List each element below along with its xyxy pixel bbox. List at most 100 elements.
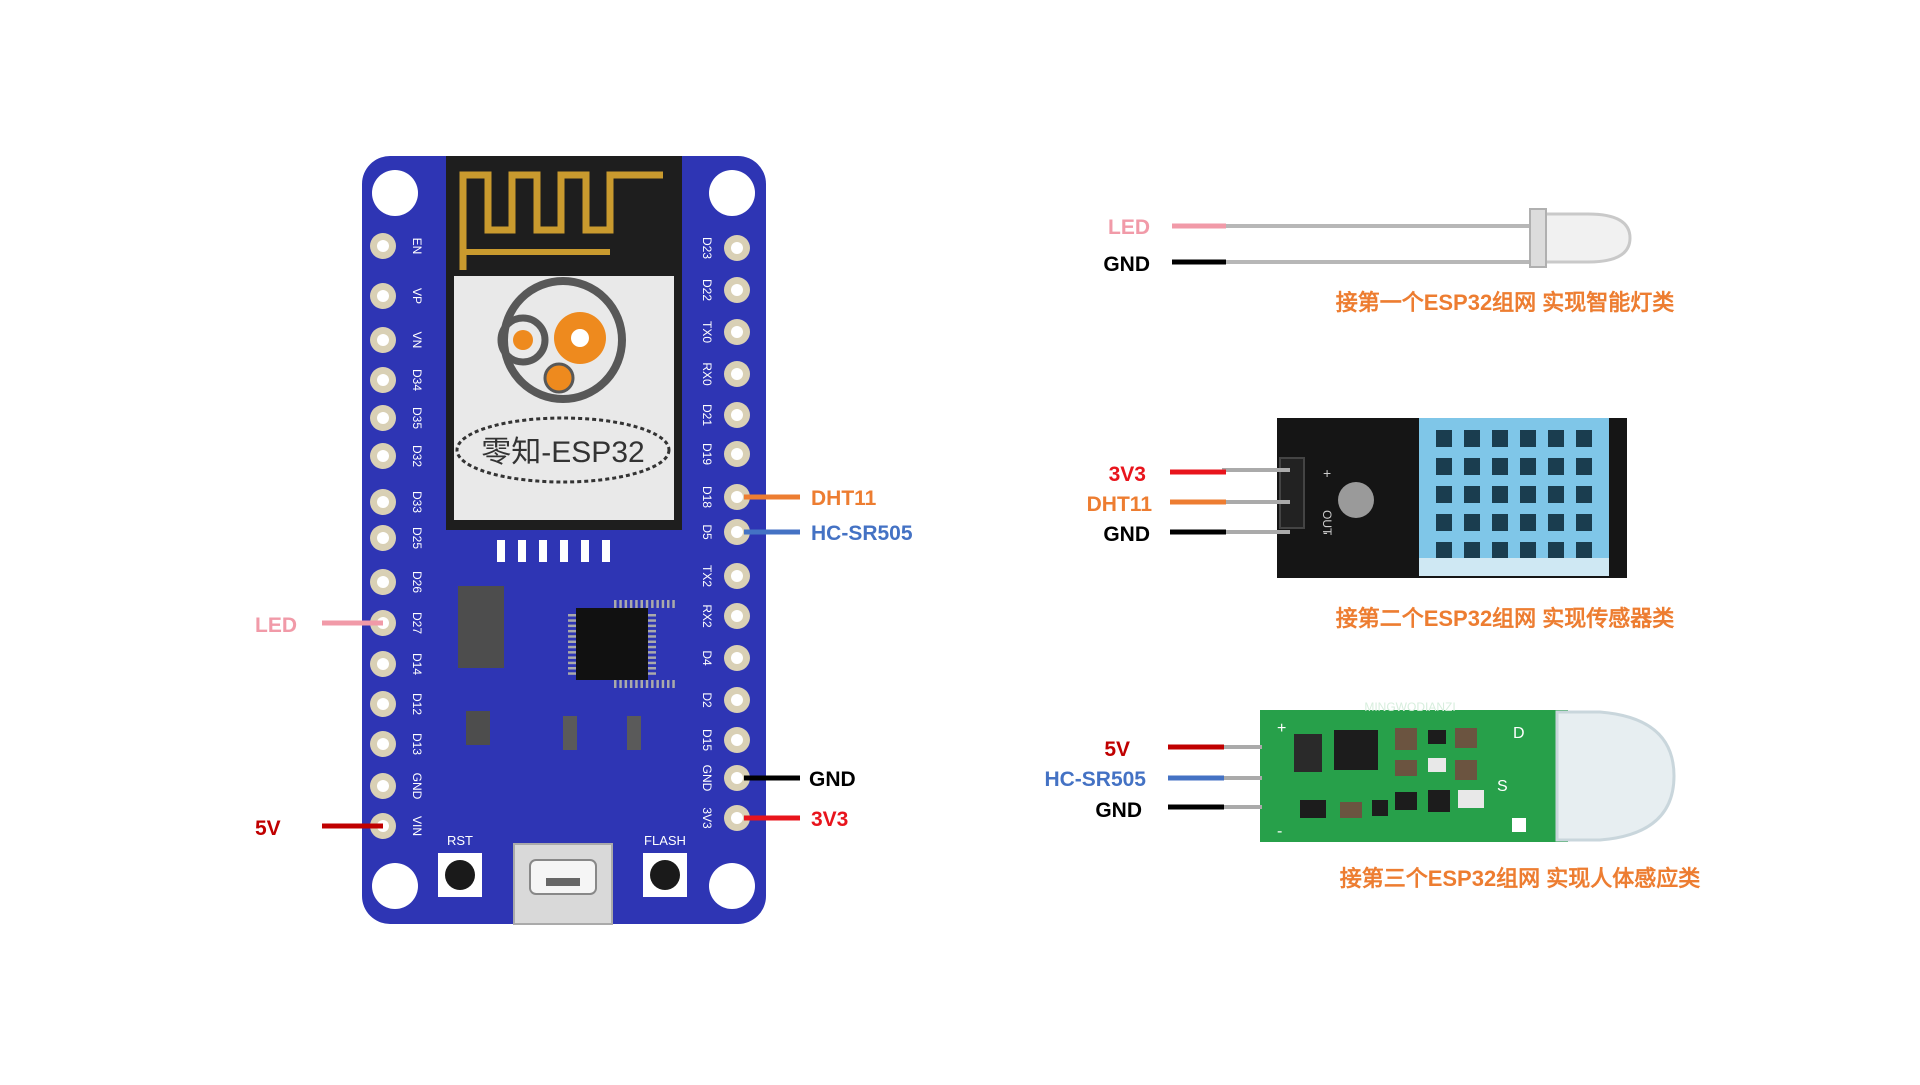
left-pin-pad-hole-d25 xyxy=(377,532,389,544)
dht11-label-gnd: GND xyxy=(1103,523,1150,546)
mount-hole-bottom-left xyxy=(372,863,418,909)
gnd-wire-label: GND xyxy=(809,768,856,791)
chip-leg-left xyxy=(568,619,576,622)
header-pads xyxy=(497,540,610,562)
chip-leg-left xyxy=(568,667,576,670)
regulator-chip xyxy=(458,586,504,668)
right-pin-label-d19: D19 xyxy=(700,443,714,465)
dht11-silk-out: OUT xyxy=(1320,510,1334,536)
pir-smd-part-2 xyxy=(1334,730,1378,770)
right-pin-label-tx2: TX2 xyxy=(700,565,714,587)
dht11-vent-hole xyxy=(1464,542,1480,559)
right-pin-label-3v3: 3V3 xyxy=(700,807,714,829)
chip-leg-bottom xyxy=(656,680,659,688)
pir-smd-part-15 xyxy=(1512,818,1526,832)
chip-leg-left xyxy=(568,645,576,649)
right-pin-label-d18: D18 xyxy=(700,486,714,508)
right-pin-label-tx0: TX0 xyxy=(700,321,714,343)
right-pin-pad-hole-d4 xyxy=(731,652,743,664)
dht11-vent-hole xyxy=(1492,458,1508,475)
pir-silk-plus: + xyxy=(1277,720,1286,737)
header-pad-6 xyxy=(602,540,610,562)
left-pin-label-d25: D25 xyxy=(410,527,424,549)
right-pin-label-d22: D22 xyxy=(700,279,714,301)
dht11-vent-hole xyxy=(1464,458,1480,475)
right-pin-column: D23D22TX0RX0D21D19D18D5TX2RX2D4D2D15GND3… xyxy=(700,235,750,831)
dht11-vent-hole xyxy=(1436,430,1452,447)
dht11-vent-hole xyxy=(1492,542,1508,559)
chip-leg-top xyxy=(656,600,659,608)
dht11-vent-hole xyxy=(1492,486,1508,503)
chip-leg-right xyxy=(648,661,656,665)
left-pin-pad-hole-d14 xyxy=(377,658,389,670)
chip-leg-left xyxy=(568,635,576,638)
diode-chip xyxy=(466,711,490,745)
right-pin-label-d5: D5 xyxy=(700,524,714,540)
chip-leg-left xyxy=(568,614,576,617)
left-pin-label-d34: D34 xyxy=(410,369,424,391)
flash-button[interactable] xyxy=(643,853,687,897)
left-pin-label-d35: D35 xyxy=(410,407,424,429)
dht11-vent-hole xyxy=(1492,514,1508,531)
left-pin-label-d32: D32 xyxy=(410,445,424,467)
chip-leg-top xyxy=(640,600,643,608)
chip-leg-right xyxy=(648,624,656,628)
led-module: LED GND 接第一个ESP32组网 实现智能灯类 xyxy=(1103,208,1675,315)
chip-leg-bottom xyxy=(624,680,628,688)
chip-leg-right xyxy=(648,672,656,675)
header-pad-5 xyxy=(581,540,589,562)
right-pin-pad-hole-d15 xyxy=(731,734,743,746)
pir-silk-s: S xyxy=(1497,778,1508,795)
pir-smd-part-10 xyxy=(1428,790,1450,812)
flash-label: FLASH xyxy=(644,833,686,848)
chip-leg-bottom xyxy=(645,680,649,688)
chip-leg-bottom xyxy=(640,680,643,688)
chip-leg-right xyxy=(648,629,656,633)
pir-caption: 接第三个ESP32组网 实现人体感应类 xyxy=(1340,866,1702,891)
chip-leg-left xyxy=(568,624,576,628)
dht11-label-3v3: 3V3 xyxy=(1109,463,1146,486)
right-pin-pad-hole-d22 xyxy=(731,284,743,296)
left-pin-pad-hole-en xyxy=(377,240,389,252)
right-pin-pad-hole-d18 xyxy=(731,491,743,503)
antenna-trace xyxy=(459,171,663,270)
chip-leg-top xyxy=(624,600,628,608)
right-pin-label-d4: D4 xyxy=(700,650,714,666)
left-pin-label-d33: D33 xyxy=(410,491,424,513)
chip-leg-top xyxy=(635,600,638,608)
right-pin-label-rx2: RX2 xyxy=(700,604,714,628)
left-pin-pad-hole-d33 xyxy=(377,496,389,508)
chip-leg-left xyxy=(568,651,576,654)
right-pin-pad-hole-d5 xyxy=(731,526,743,538)
dht11-vent-hole xyxy=(1436,486,1452,503)
vin-wire-label: 5V xyxy=(255,817,281,840)
dht11-silk-plus: + xyxy=(1323,465,1331,481)
left-pin-label-vn: VN xyxy=(410,332,424,349)
pir-smd-part-12 xyxy=(1300,800,1326,818)
dht11-vent-hole xyxy=(1520,458,1536,475)
usb-uart-chip xyxy=(568,600,675,688)
dht11-vent-hole xyxy=(1436,458,1452,475)
dht11-vent-hole xyxy=(1576,430,1592,447)
chip-leg-bottom xyxy=(651,680,654,688)
pir-smd-part-6 xyxy=(1455,728,1477,748)
dht11-vent-hole xyxy=(1436,542,1452,559)
chip-leg-right xyxy=(648,651,656,654)
dht11-vent-hole xyxy=(1492,430,1508,447)
dht11-header xyxy=(1279,457,1305,529)
left-pin-label-d14: D14 xyxy=(410,653,424,675)
pir-smd-part-14 xyxy=(1372,800,1388,816)
left-pin-pad-hole-gnd xyxy=(377,780,389,792)
left-pin-label-vp: VP xyxy=(410,288,424,304)
chip-leg-top xyxy=(614,600,617,608)
right-pin-label-d2: D2 xyxy=(700,692,714,708)
dht11-vent-hole xyxy=(1548,486,1564,503)
right-pin-label-d23: D23 xyxy=(700,237,714,259)
rst-button[interactable] xyxy=(438,853,482,897)
right-pin-pad-hole-d2 xyxy=(731,694,743,706)
chip-leg-bottom xyxy=(672,680,675,688)
right-pin-label-gnd: GND xyxy=(700,765,714,792)
left-pin-pad-hole-vp xyxy=(377,290,389,302)
dht11-vent-grid xyxy=(1419,430,1609,576)
